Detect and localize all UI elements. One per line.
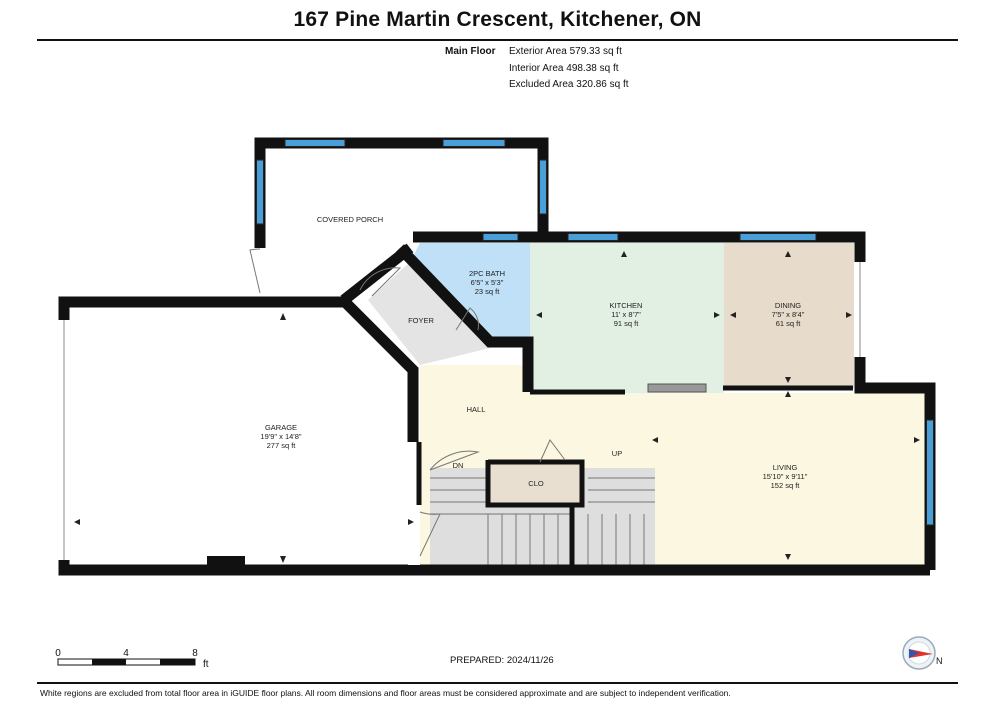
porch-label: COVERED PORCH xyxy=(317,215,383,224)
stairs-down-label: DN xyxy=(453,461,464,470)
dining-fill xyxy=(724,243,854,388)
garage-area: 277 sq ft xyxy=(267,441,297,450)
dining-area: 61 sq ft xyxy=(776,319,802,328)
scale-tick-0: 0 xyxy=(55,648,61,659)
stairs-up-label: UP xyxy=(612,449,622,458)
kitchen-label: KITCHEN xyxy=(610,301,643,310)
living-label: LIVING xyxy=(773,463,798,472)
dining-label: DINING xyxy=(775,301,801,310)
bath-dims: 6'5" x 5'3" xyxy=(471,278,504,287)
kitchen-dims: 11' x 8'7" xyxy=(611,310,641,319)
living-area: 152 sq ft xyxy=(771,481,801,490)
garage-dims: 19'9" x 14'8" xyxy=(260,432,301,441)
interior-area: Interior Area 498.38 sq ft xyxy=(509,63,619,74)
dimension-arrows xyxy=(74,251,920,563)
interior-walls xyxy=(416,385,853,568)
exterior-area: Exterior Area 579.33 sq ft xyxy=(509,46,622,57)
hall-label: HALL xyxy=(467,405,486,414)
garage-label: GARAGE xyxy=(265,423,297,432)
door-swings xyxy=(249,248,566,557)
disclaimer: White regions are excluded from total fl… xyxy=(40,688,731,698)
garage-post xyxy=(207,556,245,570)
windows xyxy=(256,139,934,525)
floor-name: Main Floor xyxy=(445,46,496,57)
living-dims: 15'10" x 9'11" xyxy=(763,472,808,481)
stair-treads xyxy=(430,477,655,568)
scale-tick-4: 4 xyxy=(123,648,129,659)
scale-tick-8: 8 xyxy=(192,648,198,659)
scale-bar xyxy=(57,658,196,666)
scale-unit: ft xyxy=(203,659,209,670)
kitchen-counter xyxy=(647,383,707,393)
top-divider xyxy=(37,39,958,41)
closet-fill xyxy=(490,462,582,504)
dining-dims: 7'5" x 8'4" xyxy=(772,310,805,319)
bath-label: 2PC BATH xyxy=(469,269,505,278)
closet-label: CLO xyxy=(528,479,544,488)
kitchen-fill xyxy=(530,243,724,393)
bottom-divider xyxy=(37,682,958,684)
window-frames xyxy=(256,139,934,526)
compass-north: N xyxy=(936,656,943,666)
page-title: 167 Pine Martin Crescent, Kitchener, ON xyxy=(293,8,702,31)
foyer-fill xyxy=(368,262,490,365)
opening-lines xyxy=(63,262,861,560)
bath-fill xyxy=(410,243,530,340)
excluded-area: Excluded Area 320.86 sq ft xyxy=(509,79,629,90)
kitchen-area: 91 sq ft xyxy=(614,319,640,328)
foyer-label: FOYER xyxy=(408,316,434,325)
prepared-date: PREPARED: 2024/11/26 xyxy=(450,655,554,666)
compass-icon xyxy=(902,636,936,670)
bath-area: 23 sq ft xyxy=(475,287,501,296)
